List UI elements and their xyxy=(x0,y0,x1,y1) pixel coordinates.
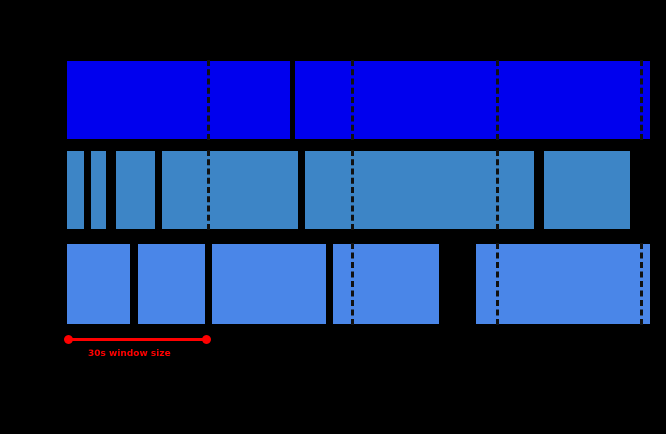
timeline-segment xyxy=(475,243,651,325)
timeline-segment xyxy=(161,150,299,230)
timeline-segment xyxy=(543,150,631,230)
timeline-segment xyxy=(66,243,131,325)
window-size-label: 30s window size xyxy=(88,349,171,359)
timeline-segment xyxy=(211,243,327,325)
timeline-segment xyxy=(137,243,206,325)
window-size-start-marker xyxy=(64,335,73,344)
timeline-segment xyxy=(304,150,535,230)
track-row-2 xyxy=(0,150,666,230)
timeline-segment xyxy=(90,150,107,230)
track-row-1 xyxy=(0,60,666,140)
timeline-segment xyxy=(66,150,85,230)
window-size-measure-line xyxy=(68,338,206,341)
track-row-3 xyxy=(0,243,666,325)
timeline-segment xyxy=(115,150,156,230)
timeline-segment xyxy=(66,60,291,140)
timeline-segment xyxy=(294,60,651,140)
window-size-end-marker xyxy=(202,335,211,344)
timeline-segment xyxy=(332,243,440,325)
